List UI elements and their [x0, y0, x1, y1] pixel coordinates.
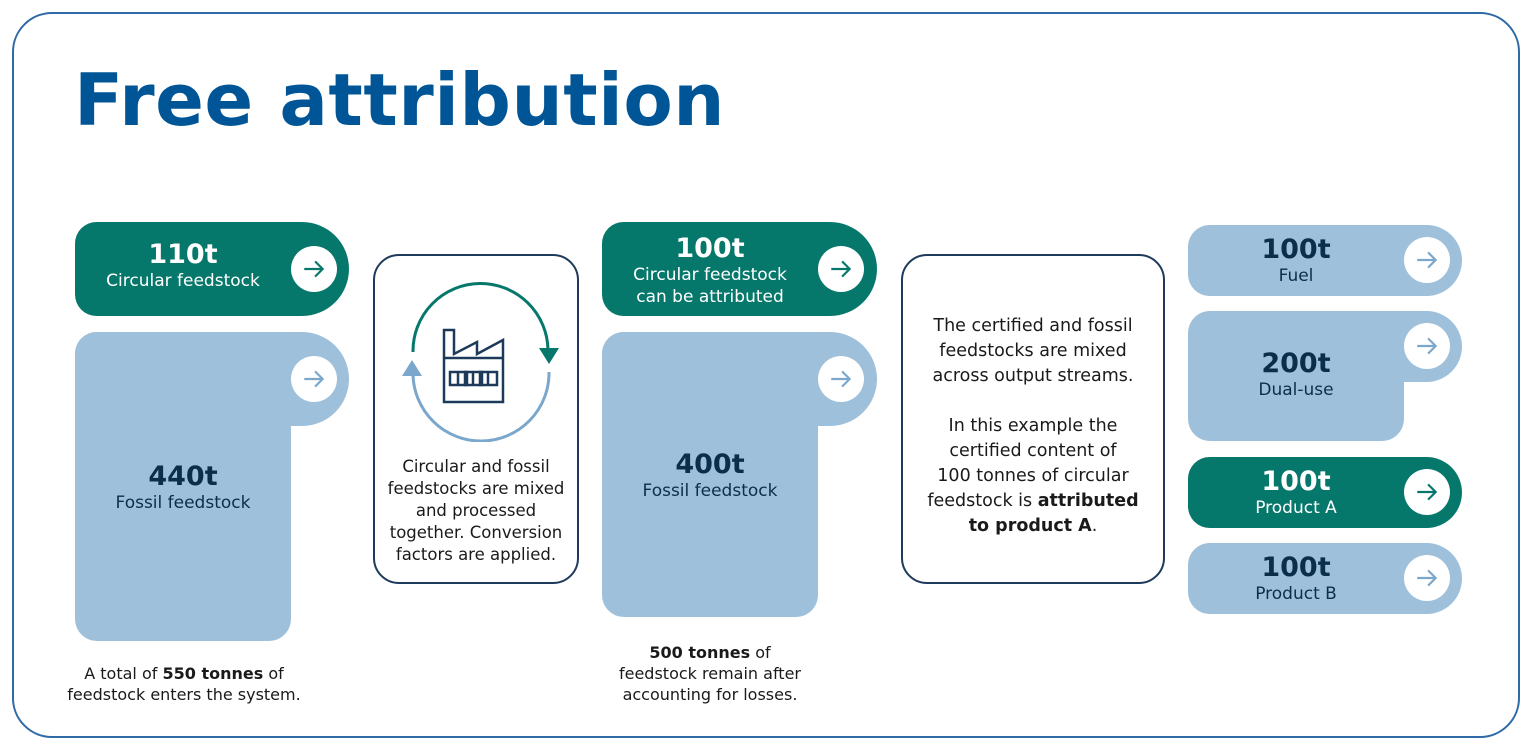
- output-product-a: 100t Product A: [1188, 457, 1462, 528]
- note-text: A total of: [84, 664, 163, 683]
- output-dual-use: 200t Dual-use: [1188, 311, 1404, 441]
- amount: 100t: [1261, 466, 1331, 497]
- process-description: Circular and fossil feedstocks are mixed…: [387, 457, 565, 564]
- text: .: [1091, 516, 1098, 536]
- fossil-tab: [75, 332, 349, 426]
- arrow-right-icon: [818, 246, 864, 292]
- label: Fossil feedstock: [642, 481, 778, 501]
- note-text: of feedstock enters the system.: [67, 664, 301, 704]
- arrow-right-icon: [1404, 323, 1450, 369]
- label: Product A: [1255, 498, 1337, 518]
- amount: 100t: [1261, 552, 1331, 583]
- arrow-right-icon: [291, 246, 337, 292]
- factory-cycle-icon: [402, 282, 559, 442]
- arrow-right-icon: [291, 356, 337, 402]
- frame: [12, 12, 1520, 738]
- text: In this example the certified content of…: [927, 416, 1129, 511]
- note-text: of feedstock remain after accounting for…: [618, 643, 801, 704]
- label: Dual-use: [1258, 380, 1334, 400]
- attributable-circular-feedstock: 100t Circular feedstock can be attribute…: [602, 222, 877, 316]
- explanation-para-1: The certified and fossil feedstocks are …: [932, 316, 1134, 386]
- label: Product B: [1255, 584, 1337, 604]
- label: Circular feedstock: [106, 271, 260, 291]
- page-title: Free attribution: [74, 58, 726, 142]
- explanation-box: The certified and fossil feedstocks are …: [901, 254, 1165, 584]
- amount: 110t: [148, 239, 218, 270]
- amount: 200t: [1261, 348, 1331, 379]
- note-bold: 500 tonnes: [649, 643, 751, 662]
- bold-text: attributed to product A: [968, 491, 1139, 536]
- arrow-right-icon: [1404, 237, 1450, 283]
- amount: 100t: [675, 233, 745, 264]
- explanation-para-2: In this example the certified content of…: [903, 414, 1163, 539]
- output-product-b: 100t Product B: [1188, 543, 1462, 614]
- arrow-right-icon: [818, 356, 864, 402]
- label: Fuel: [1278, 266, 1314, 286]
- fossil-tab: [602, 332, 877, 426]
- label: Fossil feedstock: [115, 493, 251, 513]
- amount: 100t: [1261, 234, 1331, 265]
- note-bold: 550 tonnes: [162, 664, 264, 683]
- label: Circular feedstock can be attributed: [633, 265, 787, 307]
- amount: 400t: [675, 449, 745, 480]
- arrow-right-icon: [1404, 469, 1450, 515]
- input-total-note: A total of 550 tonnes of feedstock enter…: [40, 663, 328, 705]
- circular-feedstock-input: 110t Circular feedstock: [75, 222, 349, 316]
- arrow-right-icon: [1404, 555, 1450, 601]
- after-losses-note: 500 tonnes of feedstock remain after acc…: [580, 642, 840, 705]
- amount: 440t: [148, 461, 218, 492]
- process-box: Circular and fossil feedstocks are mixed…: [373, 254, 579, 584]
- output-fuel: 100t Fuel: [1188, 225, 1462, 296]
